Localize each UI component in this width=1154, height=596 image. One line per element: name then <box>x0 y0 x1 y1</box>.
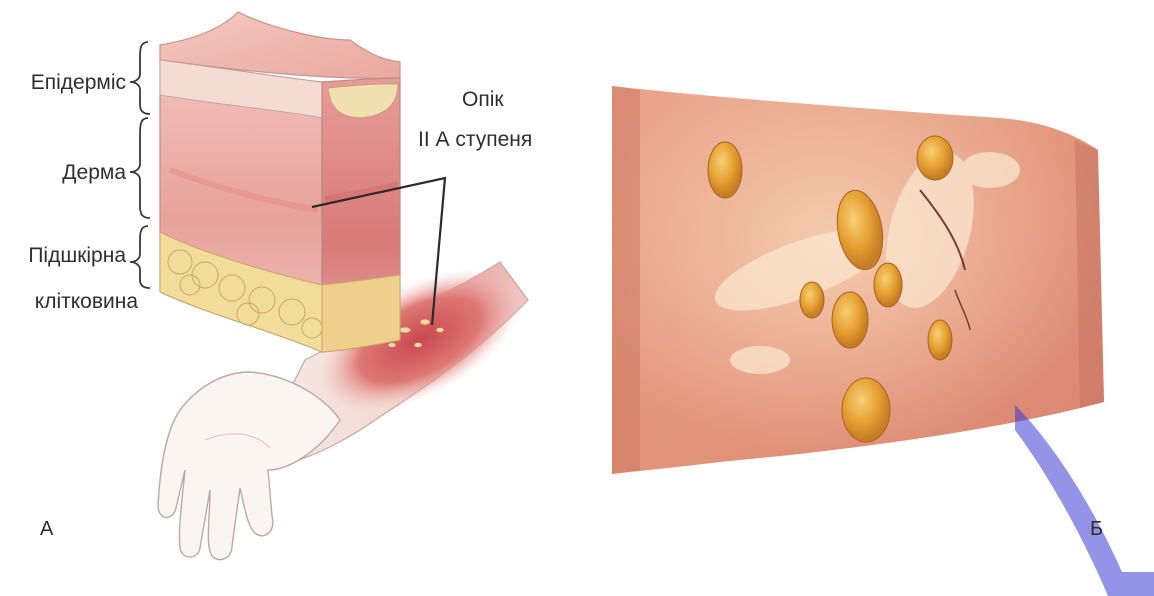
subcutaneous-label-line1: Підшкірна <box>0 244 126 268</box>
panel-label-b: Б <box>1090 518 1103 541</box>
panel-label-a: А <box>40 518 53 541</box>
burn-degree-label-line1: Опік <box>462 88 504 112</box>
subcutaneous-label-line2: клітковина <box>0 290 138 314</box>
dermis-label: Дерма <box>0 161 126 185</box>
burn-degree-label-line2: II А ступеня <box>418 128 532 152</box>
burn-photo <box>612 86 1104 474</box>
skin-layers-block <box>160 12 400 352</box>
layer-braces <box>130 42 150 288</box>
blue-curved-stroke-logo-icon <box>1015 405 1154 596</box>
epidermis-label: Епідерміс <box>0 71 126 95</box>
